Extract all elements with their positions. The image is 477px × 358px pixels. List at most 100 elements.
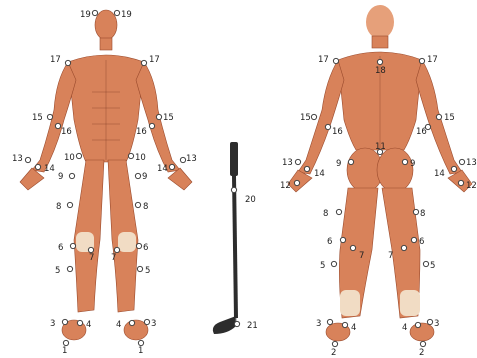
back-marker-label-14-l: 14 (314, 169, 325, 179)
front-marker-14-r (169, 164, 174, 169)
back-marker-label-2-l: 2 (331, 348, 336, 358)
back-marker-4-l (342, 322, 347, 327)
back-marker-label-17-r: 17 (427, 55, 438, 65)
back-marker-14-l (304, 166, 309, 171)
front-marker-10-l (76, 153, 81, 158)
front-marker-8-l (67, 202, 72, 207)
back-marker-label-11-c: 11 (375, 142, 386, 152)
back-marker-7-r (401, 245, 406, 250)
back-marker-label-3-r: 3 (434, 319, 439, 329)
back-marker-13-r (459, 159, 464, 164)
front-marker-10-r (128, 153, 133, 158)
front-marker-label-7-l: 7 (89, 253, 94, 263)
front-marker-5-r (137, 266, 142, 271)
back-marker-6-l (340, 237, 345, 242)
front-marker-3-r (144, 319, 149, 324)
club-marker-label-21-head: 21 (247, 321, 258, 331)
back-marker-17-l (333, 58, 338, 63)
front-marker-14-l (35, 164, 40, 169)
back-marker-14-r (451, 166, 456, 171)
front-marker-label-4-l: 4 (86, 320, 91, 330)
front-marker-label-13-l: 13 (12, 154, 23, 164)
back-marker-18-c (377, 59, 382, 64)
front-marker-4-r (129, 320, 134, 325)
back-marker-12-r (458, 180, 463, 185)
front-marker-13-l (25, 157, 30, 162)
back-marker-label-9-r: 9 (410, 159, 415, 169)
front-marker-label-3-r: 3 (151, 319, 156, 329)
club-marker-20-shaft (231, 187, 236, 192)
front-marker-label-4-r: 4 (116, 320, 121, 330)
back-marker-4-r (415, 322, 420, 327)
front-marker-label-14-r: 14 (157, 164, 168, 174)
front-figure (20, 10, 192, 340)
front-marker-label-8-l: 8 (56, 202, 61, 212)
back-marker-label-2-r: 2 (419, 348, 424, 358)
back-marker-label-5-r: 5 (430, 261, 435, 271)
front-marker-label-5-l: 5 (55, 266, 60, 276)
back-marker-label-15-l: 15 (300, 113, 311, 123)
back-marker-label-4-r: 4 (402, 323, 407, 333)
front-marker-19-r (114, 10, 119, 15)
back-marker-label-7-r: 7 (388, 251, 393, 261)
back-marker-label-6-l: 6 (327, 237, 332, 247)
back-marker-label-13-r: 13 (466, 158, 477, 168)
club-marker-label-20-shaft: 20 (245, 195, 256, 205)
back-marker-label-12-r: 12 (466, 181, 477, 191)
back-marker-label-14-r: 14 (434, 169, 445, 179)
club-shaft (234, 176, 236, 318)
front-marker-6-l (70, 243, 75, 248)
front-marker-label-1-l: 1 (62, 346, 67, 356)
back-marker-8-l (336, 209, 341, 214)
front-marker-1-r (138, 340, 143, 345)
front-marker-label-14-l: 14 (44, 164, 55, 174)
golf-club (213, 142, 238, 334)
front-marker-label-8-r: 8 (143, 202, 148, 212)
back-marker-2-l (332, 341, 337, 346)
back-marker-8-r (413, 209, 418, 214)
back-marker-label-16-l: 16 (332, 127, 343, 137)
front-marker-7-l (88, 247, 93, 252)
front-marker-label-10-r: 10 (135, 153, 146, 163)
front-marker-label-19-l: 19 (80, 10, 91, 20)
front-marker-15-l (47, 114, 52, 119)
front-marker-8-r (135, 202, 140, 207)
back-marker-5-r (423, 261, 428, 266)
front-marker-label-9-l: 9 (58, 172, 63, 182)
back-marker-label-18-c: 18 (375, 66, 386, 76)
front-marker-label-16-r: 16 (136, 127, 147, 137)
front-marker-13-r (180, 157, 185, 162)
front-marker-label-1-r: 1 (138, 346, 143, 356)
back-marker-label-5-l: 5 (320, 261, 325, 271)
club-head (213, 316, 236, 334)
front-marker-label-3-l: 3 (50, 319, 55, 329)
back-marker-13-l (295, 159, 300, 164)
front-marker-label-6-l: 6 (58, 243, 63, 253)
front-marker-label-6-r: 6 (143, 243, 148, 253)
front-marker-6-r (136, 243, 141, 248)
front-marker-17-r (141, 60, 146, 65)
front-marker-16-r (149, 123, 154, 128)
front-marker-label-19-r: 19 (121, 10, 132, 20)
back-marker-label-7-l: 7 (359, 251, 364, 261)
back-marker-9-r (402, 159, 407, 164)
front-marker-3-l (62, 319, 67, 324)
front-marker-16-l (55, 123, 60, 128)
back-marker-label-4-l: 4 (351, 323, 356, 333)
club-grip (230, 142, 238, 176)
back-marker-12-l (294, 180, 299, 185)
front-marker-15-r (156, 114, 161, 119)
back-marker-label-8-l: 8 (323, 209, 328, 219)
back-marker-3-l (327, 319, 332, 324)
front-marker-label-17-r: 17 (149, 55, 160, 65)
back-marker-label-17-l: 17 (318, 55, 329, 65)
front-marker-label-5-r: 5 (145, 266, 150, 276)
back-marker-5-l (331, 261, 336, 266)
back-marker-label-15-r: 15 (444, 113, 455, 123)
front-marker-label-9-r: 9 (142, 172, 147, 182)
back-marker-label-8-r: 8 (420, 209, 425, 219)
front-marker-label-13-r: 13 (186, 154, 197, 164)
front-marker-9-r (135, 173, 140, 178)
front-marker-19-l (92, 10, 97, 15)
